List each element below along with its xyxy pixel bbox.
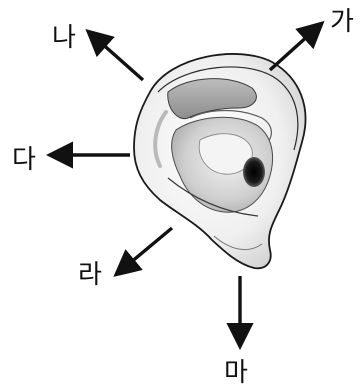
- arrow-upper-right: [270, 25, 320, 70]
- label-ga: 가: [330, 7, 354, 37]
- ear-canal-opening: [243, 157, 265, 187]
- label-ma: 마: [224, 358, 248, 388]
- arrow-lower-left: [118, 228, 172, 273]
- label-da: 다: [12, 145, 36, 175]
- label-na: 나: [52, 23, 76, 53]
- arrow-upper-left: [90, 33, 143, 80]
- label-ra: 라: [78, 260, 102, 290]
